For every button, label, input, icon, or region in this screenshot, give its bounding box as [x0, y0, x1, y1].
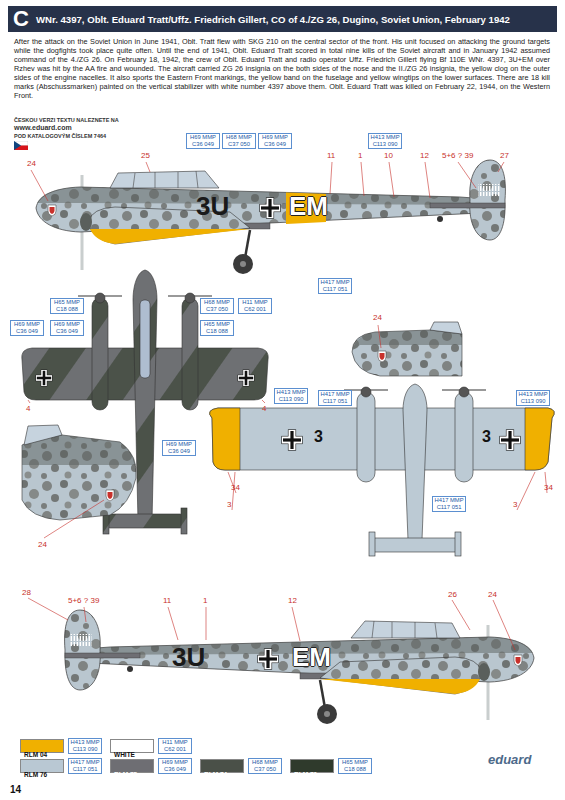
paint-code: H69 MMP C36 049 — [10, 320, 44, 336]
aircraft-marking: 3 — [482, 428, 491, 446]
title-text: WNr. 4397, Oblt. Eduard Tratt/Uffz. Frie… — [36, 14, 551, 25]
page-number: 14 — [10, 784, 21, 795]
callout-number: 12 — [420, 151, 429, 160]
note-text: POD KATALOGOVÝM ČÍSLEM 7464 — [14, 133, 106, 139]
aircraft-marking: EM — [292, 642, 331, 672]
paint-code: H417 MMP C117 051 — [318, 390, 352, 406]
aircraft-marking: 3U — [172, 642, 205, 672]
callout-number: 26 — [448, 590, 457, 599]
callout-number: 4 — [26, 404, 30, 413]
paint-code: H11 MMP C62 001 — [158, 738, 192, 754]
paint-code: H68 MMP C37 050 — [248, 758, 282, 774]
color-swatch: RLM 75 — [110, 759, 154, 773]
paint-code: H11 MMP C62 001 — [238, 298, 272, 314]
legend-text: RLM 75 — [114, 771, 137, 778]
description-text: After the attack on the Soviet Union in … — [14, 37, 550, 100]
paint-code: H417 MMP C117 051 — [318, 278, 352, 294]
paint-code: H69 MMP C36 049 — [162, 440, 196, 456]
aircraft-marking: 3U — [196, 191, 229, 221]
callout-number: 3 — [227, 500, 231, 509]
callout-number: 24 — [27, 159, 36, 168]
paint-code: H68 MMP C37 050 — [222, 133, 256, 149]
logo-text: eduard — [488, 752, 531, 767]
callout-number: 1 — [203, 596, 207, 605]
callout-number: 11 — [163, 596, 171, 605]
paint-code: H69 MMP C36 049 — [186, 133, 220, 149]
paint-code: H413 MMP C113 090 — [516, 390, 550, 406]
legend-text: RLM 04 — [24, 751, 47, 758]
paint-code: H413 MMP C113 090 — [368, 133, 402, 149]
legend-text: RLM 70 — [294, 771, 317, 778]
color-swatch: WHITE — [110, 739, 154, 753]
note-text: ČESKOU VERZI TEXTU NALEZNETE NA — [14, 117, 119, 123]
callout-number: 25 — [141, 151, 150, 160]
callout-number: 34 — [544, 483, 553, 492]
callout-number: 4 — [262, 404, 266, 413]
paint-code: H417 MMP C117 051 — [432, 496, 466, 512]
callout-number: 24 — [373, 313, 382, 322]
callout-number: 27 — [500, 151, 509, 160]
callout-number: 12 — [288, 596, 297, 605]
czech-flag — [14, 141, 28, 150]
color-swatch: RLM 04 — [20, 739, 64, 753]
callout-number: 3 — [513, 500, 517, 509]
legend-text: WHITE — [114, 751, 135, 758]
paint-code: H413 MMP C113 090 — [68, 738, 102, 754]
callout-number: 11 — [327, 151, 335, 160]
paint-code: H65 MMP C18 088 — [50, 298, 84, 314]
callout-number: 34 — [231, 483, 240, 492]
note-url: www.eduard.com — [14, 124, 72, 131]
paint-code: H69 MMP C36 049 — [50, 320, 84, 336]
callout-number: 1 — [358, 151, 362, 160]
paint-code: H69 MMP C36 049 — [158, 758, 192, 774]
color-swatch: RLM 70 — [290, 759, 334, 773]
paint-code: H413 MMP C113 090 — [274, 388, 308, 404]
callout-number: 5+6 ? 39 — [442, 151, 473, 160]
paint-code: H65 MMP C18 088 — [338, 758, 372, 774]
callout-number: 24 — [38, 540, 47, 549]
callout-number: 24 — [488, 590, 497, 599]
legend-text: RLM 74 — [204, 771, 227, 778]
legend-text: RLM 76 — [24, 771, 47, 778]
callout-number: 28 — [22, 588, 31, 597]
color-swatch: RLM 76 — [20, 759, 64, 773]
aircraft-marking: EM — [289, 191, 328, 221]
aircraft-marking: 3 — [314, 428, 323, 446]
paint-code: H417 MMP C117 051 — [68, 758, 102, 774]
callout-number: 10 — [384, 151, 393, 160]
plate-letter: C — [13, 7, 29, 31]
paint-code: H65 MMP C18 088 — [200, 320, 234, 336]
paint-code: H68 MMP C37 050 — [200, 298, 234, 314]
color-swatch: RLM 74 — [200, 759, 244, 773]
callout-number: 5+6 ? 39 — [68, 596, 99, 605]
paint-code: H69 MMP C36 049 — [258, 133, 292, 149]
